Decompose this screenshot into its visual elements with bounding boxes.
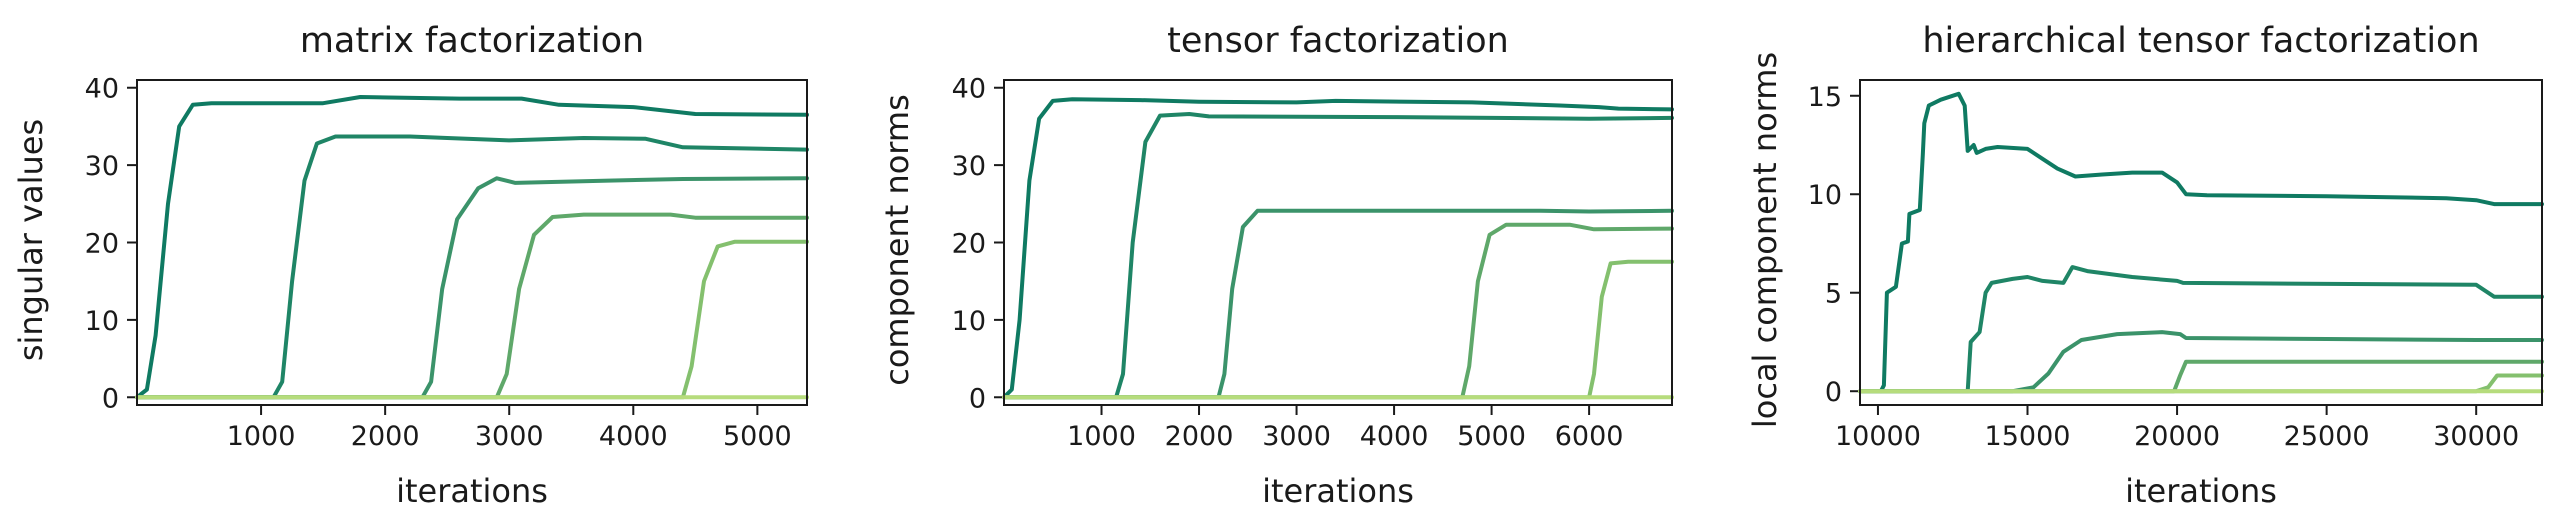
series-line-2 — [135, 134, 809, 400]
y-tick-label: 10 — [85, 306, 119, 337]
axis-ticks: 10000 15000 20000 25000 30000 0 5 10 15 — [1808, 82, 2520, 452]
y-tick-label: 5 — [1825, 279, 1842, 310]
x-tick-label: 4000 — [599, 421, 668, 452]
series-line-2 — [1002, 112, 1674, 400]
y-tick-label: 20 — [952, 229, 986, 260]
series-line-3 — [135, 176, 809, 400]
y-axis-label: component norms — [878, 94, 916, 386]
y-tick-label: 20 — [85, 229, 119, 260]
axis-ticks: 1000 2000 3000 4000 5000 6000 0 10 20 30 40 — [952, 74, 1624, 452]
series-lines — [1858, 91, 2544, 394]
plot-frame — [1003, 79, 1673, 406]
y-tick-label: 0 — [102, 383, 119, 414]
y-tick-label: 15 — [1808, 82, 1842, 113]
series-line-1 — [135, 95, 809, 400]
y-tick-label: 40 — [85, 74, 119, 105]
x-tick-label: 25000 — [2284, 421, 2370, 452]
chart-panel-tensor-factorization: tensor factorization iterations componen… — [878, 21, 1674, 510]
x-tick-label: 1000 — [227, 421, 296, 452]
series-lines — [1002, 97, 1674, 400]
x-tick-label: 1000 — [1067, 421, 1136, 452]
y-axis-label: local component norms — [1746, 52, 1784, 428]
chart-panel-matrix-factorization: matrix factorization iterations singular… — [12, 21, 809, 510]
chart-title: matrix factorization — [300, 21, 644, 61]
series-line-3 — [1002, 208, 1674, 400]
series-line-5 — [1858, 373, 2544, 394]
x-tick-label: 30000 — [2433, 421, 2519, 452]
x-axis-label: iterations — [1262, 472, 1414, 510]
series-line-5 — [1002, 259, 1674, 400]
series-line-3 — [1858, 330, 2544, 394]
x-axis-label: iterations — [2125, 472, 2277, 510]
x-tick-label: 6000 — [1555, 421, 1624, 452]
chart-panel-hierarchical-tensor-factorization: hierarchical tensor factorization iterat… — [1746, 21, 2544, 510]
chart-title: tensor factorization — [1167, 21, 1509, 61]
y-tick-label: 10 — [1808, 180, 1842, 211]
series-line-2 — [1858, 265, 2544, 394]
x-tick-label: 2000 — [1165, 421, 1234, 452]
x-tick-label: 2000 — [351, 421, 420, 452]
series-line-1 — [1002, 97, 1674, 400]
axis-ticks: 1000 2000 3000 4000 5000 0 10 20 30 40 — [85, 74, 792, 452]
x-tick-label: 20000 — [2134, 421, 2220, 452]
x-tick-label: 10000 — [1835, 421, 1921, 452]
series-line-1 — [1878, 91, 2544, 394]
x-tick-label: 3000 — [1262, 421, 1331, 452]
series-line-4 — [1858, 359, 2544, 394]
x-tick-label: 15000 — [1985, 421, 2071, 452]
y-axis-label: singular values — [12, 119, 50, 361]
y-tick-label: 10 — [952, 306, 986, 337]
y-tick-label: 40 — [952, 74, 986, 105]
y-tick-label: 30 — [85, 151, 119, 182]
x-tick-label: 3000 — [475, 421, 544, 452]
x-tick-label: 4000 — [1360, 421, 1429, 452]
y-tick-label: 0 — [969, 383, 986, 414]
series-line-4 — [1002, 222, 1674, 400]
series-line-5 — [135, 239, 809, 400]
series-lines — [135, 95, 809, 400]
plot-frame — [136, 79, 808, 406]
y-tick-label: 0 — [1825, 377, 1842, 408]
series-line-4 — [135, 212, 809, 400]
x-tick-label: 5000 — [1457, 421, 1526, 452]
x-axis-label: iterations — [396, 472, 548, 510]
chart-title: hierarchical tensor factorization — [1922, 21, 2479, 61]
y-tick-label: 30 — [952, 151, 986, 182]
plot-frame — [1859, 79, 2543, 406]
x-tick-label: 5000 — [723, 421, 792, 452]
